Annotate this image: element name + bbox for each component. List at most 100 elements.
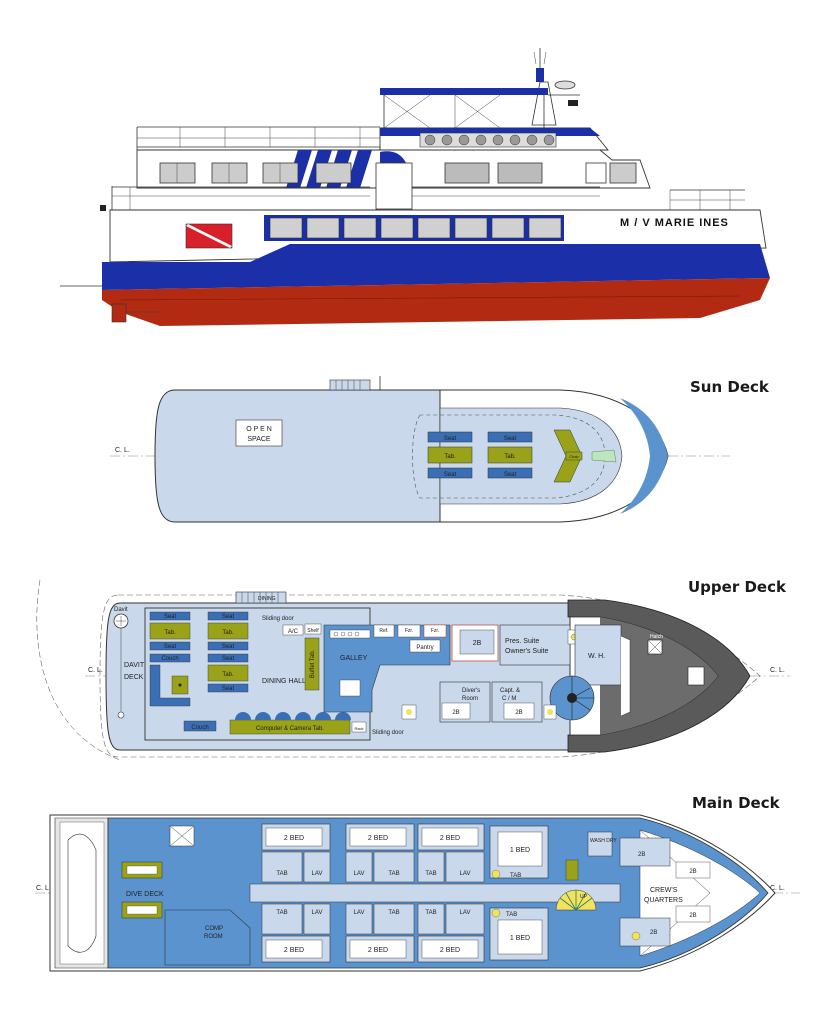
wheelhouse-label: W. H. bbox=[588, 653, 605, 660]
two-bed-label: 2 BED bbox=[368, 947, 388, 954]
table-label: Tab. bbox=[222, 672, 234, 678]
sun-seat-group-right: Seat Tab. Seat bbox=[487, 431, 533, 479]
main-deck-plan: Main Deck C. L. C. L. DIVE DECK COMP bbox=[35, 794, 800, 972]
upper-deck-plan: Upper Deck C. L. C. L. Hatch DINING bbox=[36, 578, 790, 761]
lav-label: LAV bbox=[312, 910, 323, 916]
crews-quarters-label-line2: QUARTERS bbox=[644, 897, 683, 904]
pantry-label: Pantry bbox=[416, 645, 433, 651]
sun-cl-label: C. L. bbox=[115, 447, 130, 454]
freezer-label-2: Fzr. bbox=[431, 628, 439, 634]
galley-label: GALLEY bbox=[340, 655, 368, 662]
one-bed-label: 1 BED bbox=[510, 935, 530, 942]
table-label: Tab. bbox=[164, 630, 176, 636]
hatch-label: Hatch bbox=[650, 634, 663, 640]
seat-label: Seat bbox=[222, 644, 235, 650]
lav-label: LAV bbox=[312, 871, 323, 877]
main-deck-title: Main Deck bbox=[692, 794, 781, 812]
tab-label: TAB bbox=[388, 871, 399, 877]
davit-deck-label-line1: DAVIT bbox=[124, 662, 145, 669]
tab-label: TAB bbox=[276, 910, 287, 916]
cabin-top-2: 2 BED LAV TAB bbox=[345, 823, 415, 883]
davit: Davit bbox=[113, 607, 129, 719]
dining-hall-label: DINING HALL bbox=[262, 678, 306, 685]
crew-bed-label: 2B bbox=[638, 852, 645, 858]
crew-bed-label: 2B bbox=[689, 869, 696, 875]
seat-label: Seat bbox=[222, 614, 235, 620]
seat-label: Seat bbox=[222, 656, 235, 662]
cabin-top-3: 2 BED TAB LAV bbox=[417, 823, 485, 883]
antenna-icon bbox=[533, 48, 547, 82]
ship-name: M / V MARIE INES bbox=[620, 217, 729, 229]
seat-label: Seat bbox=[222, 686, 235, 692]
sliding-door-top-label: Sliding door bbox=[262, 616, 294, 622]
couch-label: Couch bbox=[161, 656, 178, 662]
main-railing bbox=[111, 186, 745, 212]
dining-table-set-3: Seat Tab. Seat bbox=[207, 653, 249, 693]
davit-deck-label-line2: DECK bbox=[124, 674, 144, 681]
vent-row bbox=[419, 132, 557, 148]
capt-bed-label: 2B bbox=[515, 710, 522, 716]
capt-label-line1: Capt. & bbox=[500, 688, 520, 694]
helm-console bbox=[591, 449, 617, 463]
dive-flag-icon bbox=[185, 223, 233, 249]
sun-seat-label: Seat bbox=[444, 436, 457, 442]
crew-bed-label: 2B bbox=[650, 930, 657, 936]
divers-room: Diver's Room 2B bbox=[439, 681, 491, 723]
tab-label: TAB bbox=[506, 912, 517, 918]
freezer-label-1: Fzr. bbox=[405, 628, 413, 634]
two-bed-label: 2 BED bbox=[284, 947, 304, 954]
upper-cl-left: C. L. bbox=[88, 667, 103, 674]
olive-cabinet bbox=[565, 859, 579, 881]
dining-table-set-1: Seat Tab. Seat bbox=[149, 611, 191, 651]
buffet-table-label: Buffet Tab. bbox=[310, 649, 316, 678]
comp-room-label-line2: ROOM bbox=[204, 934, 223, 940]
dining-stairs-label: DINING bbox=[258, 596, 276, 602]
ac-label: A/C bbox=[288, 629, 299, 635]
two-bed-label: 2 BED bbox=[284, 835, 304, 842]
tab-label: TAB bbox=[276, 871, 287, 877]
seat-label: Seat bbox=[164, 644, 177, 650]
computer-camera-table: Computer & Camera Tab. Couch Rack bbox=[183, 712, 367, 735]
cabin-2b-label: 2B bbox=[473, 640, 482, 647]
cabin-top-1: 2 BED TAB LAV bbox=[261, 823, 331, 883]
cabin-bottom-2: LAV TAB 2 BED bbox=[345, 903, 415, 963]
cabin-bottom-single: 1 BED TAB bbox=[489, 907, 549, 961]
crew-bed-label: 2B bbox=[689, 913, 696, 919]
upper-windows bbox=[159, 162, 637, 210]
dining-table-set-2: Seat Tab. Seat bbox=[207, 611, 249, 651]
pres-suite: Pres. Suite Owner's Suite bbox=[499, 624, 581, 666]
crew-quarters: 2B 2B CREW'S QUARTERS 2B 2B bbox=[619, 837, 711, 947]
cabin-top-single: 1 BED TAB bbox=[489, 825, 549, 879]
divers-bed-label: 2B bbox=[452, 710, 459, 716]
wash-dry-label: WASH DRY bbox=[590, 838, 617, 844]
divers-room-label-line1: Diver's bbox=[462, 688, 480, 694]
two-bed-label: 2 BED bbox=[368, 835, 388, 842]
divers-room-label-line2: Room bbox=[462, 696, 478, 702]
cabin-2b-upper: 2B bbox=[451, 624, 499, 662]
cabin-bottom-3: TAB LAV 2 BED bbox=[417, 903, 485, 963]
sun-chair-label: Chair bbox=[569, 454, 579, 459]
stairs-up-label: UP bbox=[580, 894, 588, 900]
sun-chevron-seat: Chair bbox=[553, 429, 583, 483]
sun-table-label: Tab. bbox=[504, 454, 516, 460]
couch-l-shape: Couch bbox=[149, 653, 191, 707]
upper-deck-title: Upper Deck bbox=[688, 578, 787, 596]
sun-deck-plan: Sun Deck C. L. O P E N SPACE Seat Tab. S… bbox=[110, 376, 770, 523]
sun-table-label: Tab. bbox=[444, 454, 456, 460]
upper-cl-right: C. L. bbox=[770, 667, 785, 674]
main-spiral-stair: UP bbox=[555, 889, 597, 911]
spiral-stair bbox=[549, 675, 595, 721]
lav-label: LAV bbox=[460, 871, 471, 877]
dive-deck-label: DIVE DECK bbox=[126, 891, 164, 898]
main-cl-right: C. L. bbox=[770, 885, 785, 892]
table-label: Tab. bbox=[222, 630, 234, 636]
comp-room-label-line1: COMP bbox=[205, 926, 223, 932]
tender-boat bbox=[67, 833, 97, 953]
tank-rack-1 bbox=[121, 861, 163, 879]
captain-room: Capt. & C / M 2B bbox=[401, 681, 557, 723]
sun-seat-label: Seat bbox=[444, 472, 457, 478]
lav-label: LAV bbox=[354, 871, 365, 877]
capt-label-line2: C / M bbox=[502, 696, 516, 702]
lav-label: LAV bbox=[354, 910, 365, 916]
